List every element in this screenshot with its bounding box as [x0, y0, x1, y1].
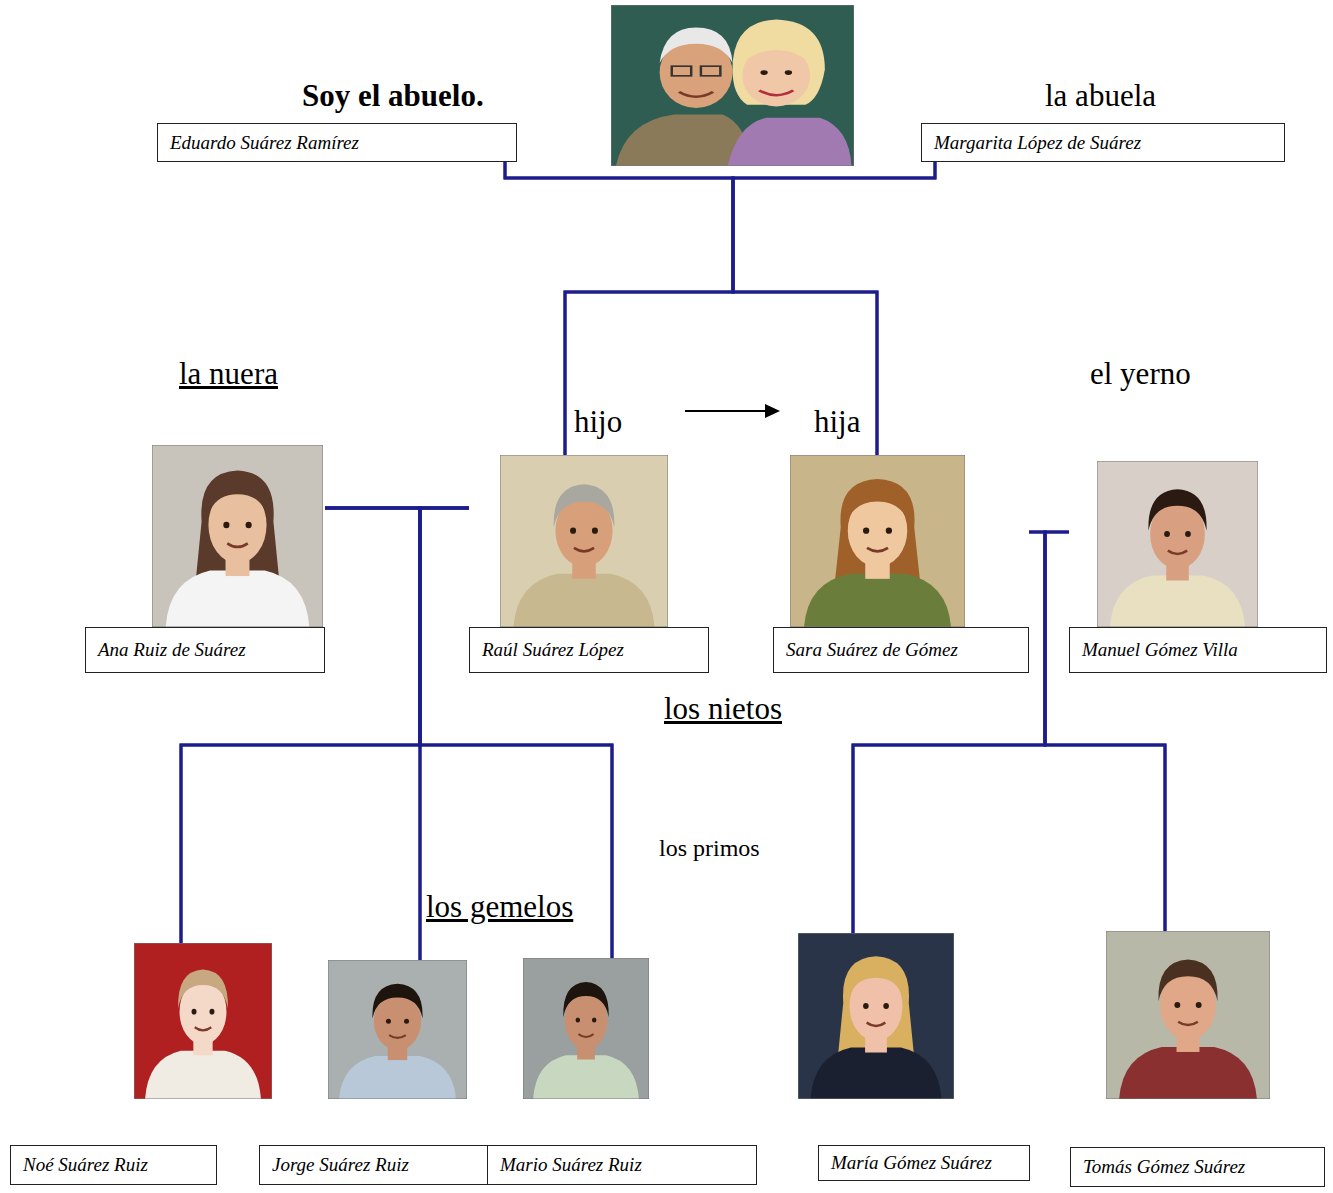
person-name: Noé Suárez Ruiz [23, 1154, 148, 1176]
person-name: Eduardo Suárez Ramírez [170, 132, 359, 154]
relation-label-box: la abuela [1043, 78, 1158, 114]
relation-label: la nuera [177, 356, 280, 391]
person-card: Manuel Gómez Villa [1069, 461, 1327, 673]
relation-label: los primos [657, 835, 762, 861]
person-name: María Gómez Suárez [831, 1152, 992, 1174]
person-card: Ana Ruiz de Suárez [85, 445, 325, 673]
person-name: Manuel Gómez Villa [1082, 639, 1238, 661]
relation-label-box: los gemelos [424, 889, 575, 925]
person-card: Mario Suárez Ruiz [487, 958, 757, 1185]
portrait-photo [1106, 931, 1270, 1099]
person-name: Margarita López de Suárez [934, 132, 1141, 154]
portrait-photo [798, 933, 954, 1099]
person-name: Mario Suárez Ruiz [500, 1154, 642, 1176]
name-box: Margarita López de Suárez [921, 123, 1285, 162]
relation-label-box: Soy el abuelo. [300, 78, 486, 114]
name-box: Mario Suárez Ruiz [487, 1145, 757, 1185]
name-box: Raúl Suárez López [469, 627, 709, 673]
relation-label: hijo [572, 404, 624, 439]
portrait-photo [611, 5, 854, 166]
relation-label-box: el yerno [1088, 356, 1193, 392]
relation-label-box: la nuera [177, 356, 280, 392]
portrait-photo [790, 455, 965, 627]
person-card: Raúl Suárez López [469, 455, 709, 673]
name-box: Noé Suárez Ruiz [10, 1145, 217, 1185]
portrait-photo [134, 943, 272, 1099]
relation-label: el yerno [1088, 356, 1193, 391]
person-card: Tomás Gómez Suárez [1070, 931, 1325, 1187]
person-card: Sara Suárez de Gómez [773, 455, 1029, 673]
name-box: Tomás Gómez Suárez [1070, 1147, 1325, 1187]
relation-arrow-head [765, 404, 780, 418]
person-name: Raúl Suárez López [482, 639, 624, 661]
relation-label: Soy el abuelo. [300, 78, 486, 113]
name-box: Eduardo Suárez Ramírez [157, 123, 517, 162]
person-card: Eduardo Suárez Ramírez [157, 123, 517, 162]
person-card: Jorge Suárez Ruiz [259, 960, 488, 1185]
relation-label-box: los primos [657, 835, 762, 863]
portrait-photo [328, 960, 467, 1099]
person-card: Noé Suárez Ruiz [10, 943, 272, 1185]
relation-label-box: los nietos [662, 691, 784, 727]
name-box: Jorge Suárez Ruiz [259, 1145, 488, 1185]
person-name: Jorge Suárez Ruiz [272, 1154, 409, 1176]
person-name: Ana Ruiz de Suárez [98, 639, 246, 661]
relation-label: los gemelos [424, 889, 575, 924]
relation-label: los nietos [662, 691, 784, 726]
name-box: Manuel Gómez Villa [1069, 627, 1327, 673]
person-name: Sara Suárez de Gómez [786, 639, 958, 661]
person-card: María Gómez Suárez [798, 933, 1030, 1181]
person-name: Tomás Gómez Suárez [1083, 1156, 1245, 1178]
portrait-photo [500, 455, 668, 627]
name-box: Ana Ruiz de Suárez [85, 627, 325, 673]
name-box: Sara Suárez de Gómez [773, 627, 1029, 673]
family-line [505, 162, 877, 455]
relation-arrow [685, 410, 767, 412]
portrait-photo [523, 958, 649, 1099]
relation-label-box: hija [812, 404, 863, 440]
portrait-photo [152, 445, 323, 627]
relation-label: la abuela [1043, 78, 1158, 113]
portrait-photo [1097, 461, 1258, 627]
person-card: Margarita López de Suárez [921, 123, 1285, 162]
relation-label-box: hijo [572, 404, 624, 440]
family-line [565, 162, 935, 455]
family-line [325, 508, 420, 960]
relation-label: hija [812, 404, 863, 439]
name-box: María Gómez Suárez [818, 1145, 1030, 1181]
